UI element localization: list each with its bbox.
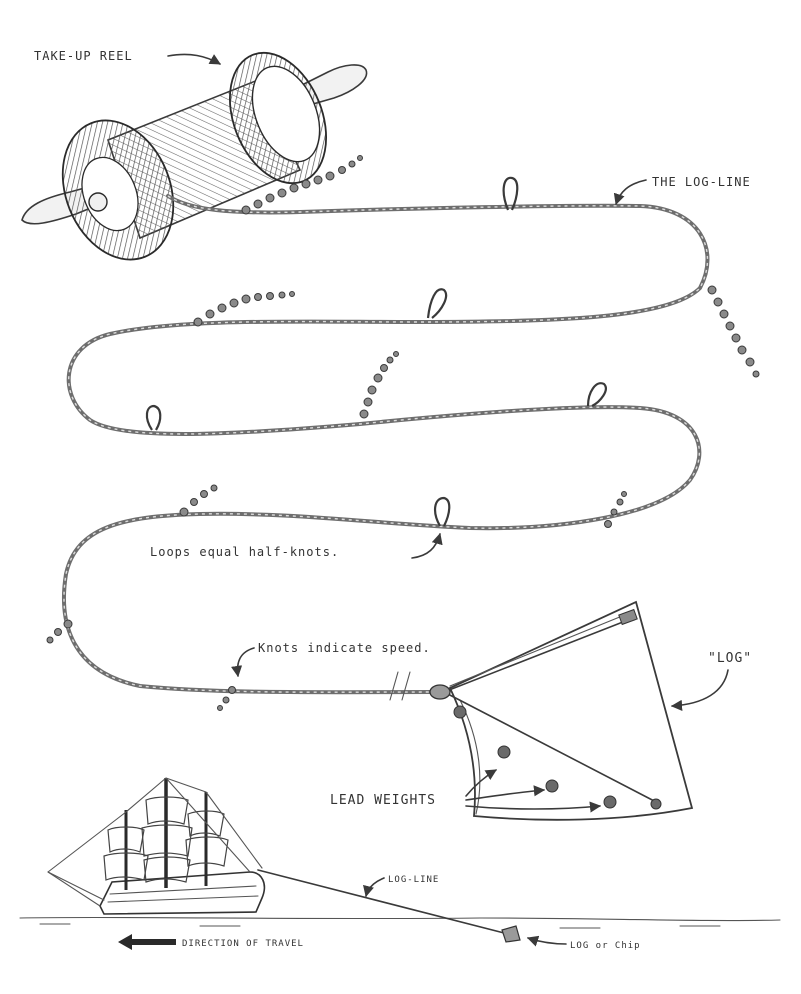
take-up-reel-arrow: [167, 53, 221, 65]
log-or-chip-label: LOG or Chip: [570, 941, 641, 951]
half-knot-loop: [586, 382, 607, 407]
log-line-rope: [62, 194, 710, 701]
log-or-chip-arrow: [526, 935, 567, 947]
lead-weights-arrow-3: [465, 801, 602, 813]
the-log-line-label: THE LOG-LINE: [652, 175, 751, 189]
half-knot-loop: [426, 288, 448, 319]
loops-label: Loops equal half-knots.: [150, 545, 339, 559]
sailing-ship-icon: [47, 777, 266, 915]
knot-string: [359, 351, 399, 419]
half-knot-loop: [145, 404, 162, 431]
lead-weights-arrow-1: [465, 769, 497, 797]
take-up-reel-label: TAKE-UP REEL: [34, 49, 133, 63]
knots-label: Knots indicate speed.: [258, 641, 431, 655]
log-board-icon: [429, 600, 694, 821]
knot-string: [604, 491, 627, 528]
knot-string: [217, 686, 236, 711]
half-knot-loop: [502, 176, 519, 211]
loops-arrow: [411, 532, 443, 559]
knot-string: [179, 484, 218, 517]
left-arrow-icon: [118, 934, 176, 950]
knots-arrow: [231, 647, 255, 678]
log-label: "LOG": [708, 651, 752, 666]
direction-label: DIRECTION OF TRAVEL: [182, 939, 304, 949]
lead-weights-label: LEAD WEIGHTS: [330, 793, 436, 808]
lead-weights-arrow-2: [465, 785, 546, 801]
log-arrow: [670, 669, 729, 711]
log-in-water-icon: [501, 925, 521, 943]
the-log-line-arrow: [613, 179, 647, 206]
sea-ripples: [39, 923, 721, 929]
log-line-small-arrow: [363, 877, 385, 898]
knot-string: [241, 155, 363, 215]
knot-string: [193, 291, 295, 327]
take-up-reel-icon: [21, 51, 368, 261]
sea-line: [19, 916, 781, 922]
half-knot-loop: [434, 496, 451, 527]
log-line-small-label: LOG-LINE: [388, 875, 439, 885]
knot-string: [707, 285, 760, 378]
trailing-log-line: [257, 869, 509, 935]
knot-string: [46, 619, 73, 644]
